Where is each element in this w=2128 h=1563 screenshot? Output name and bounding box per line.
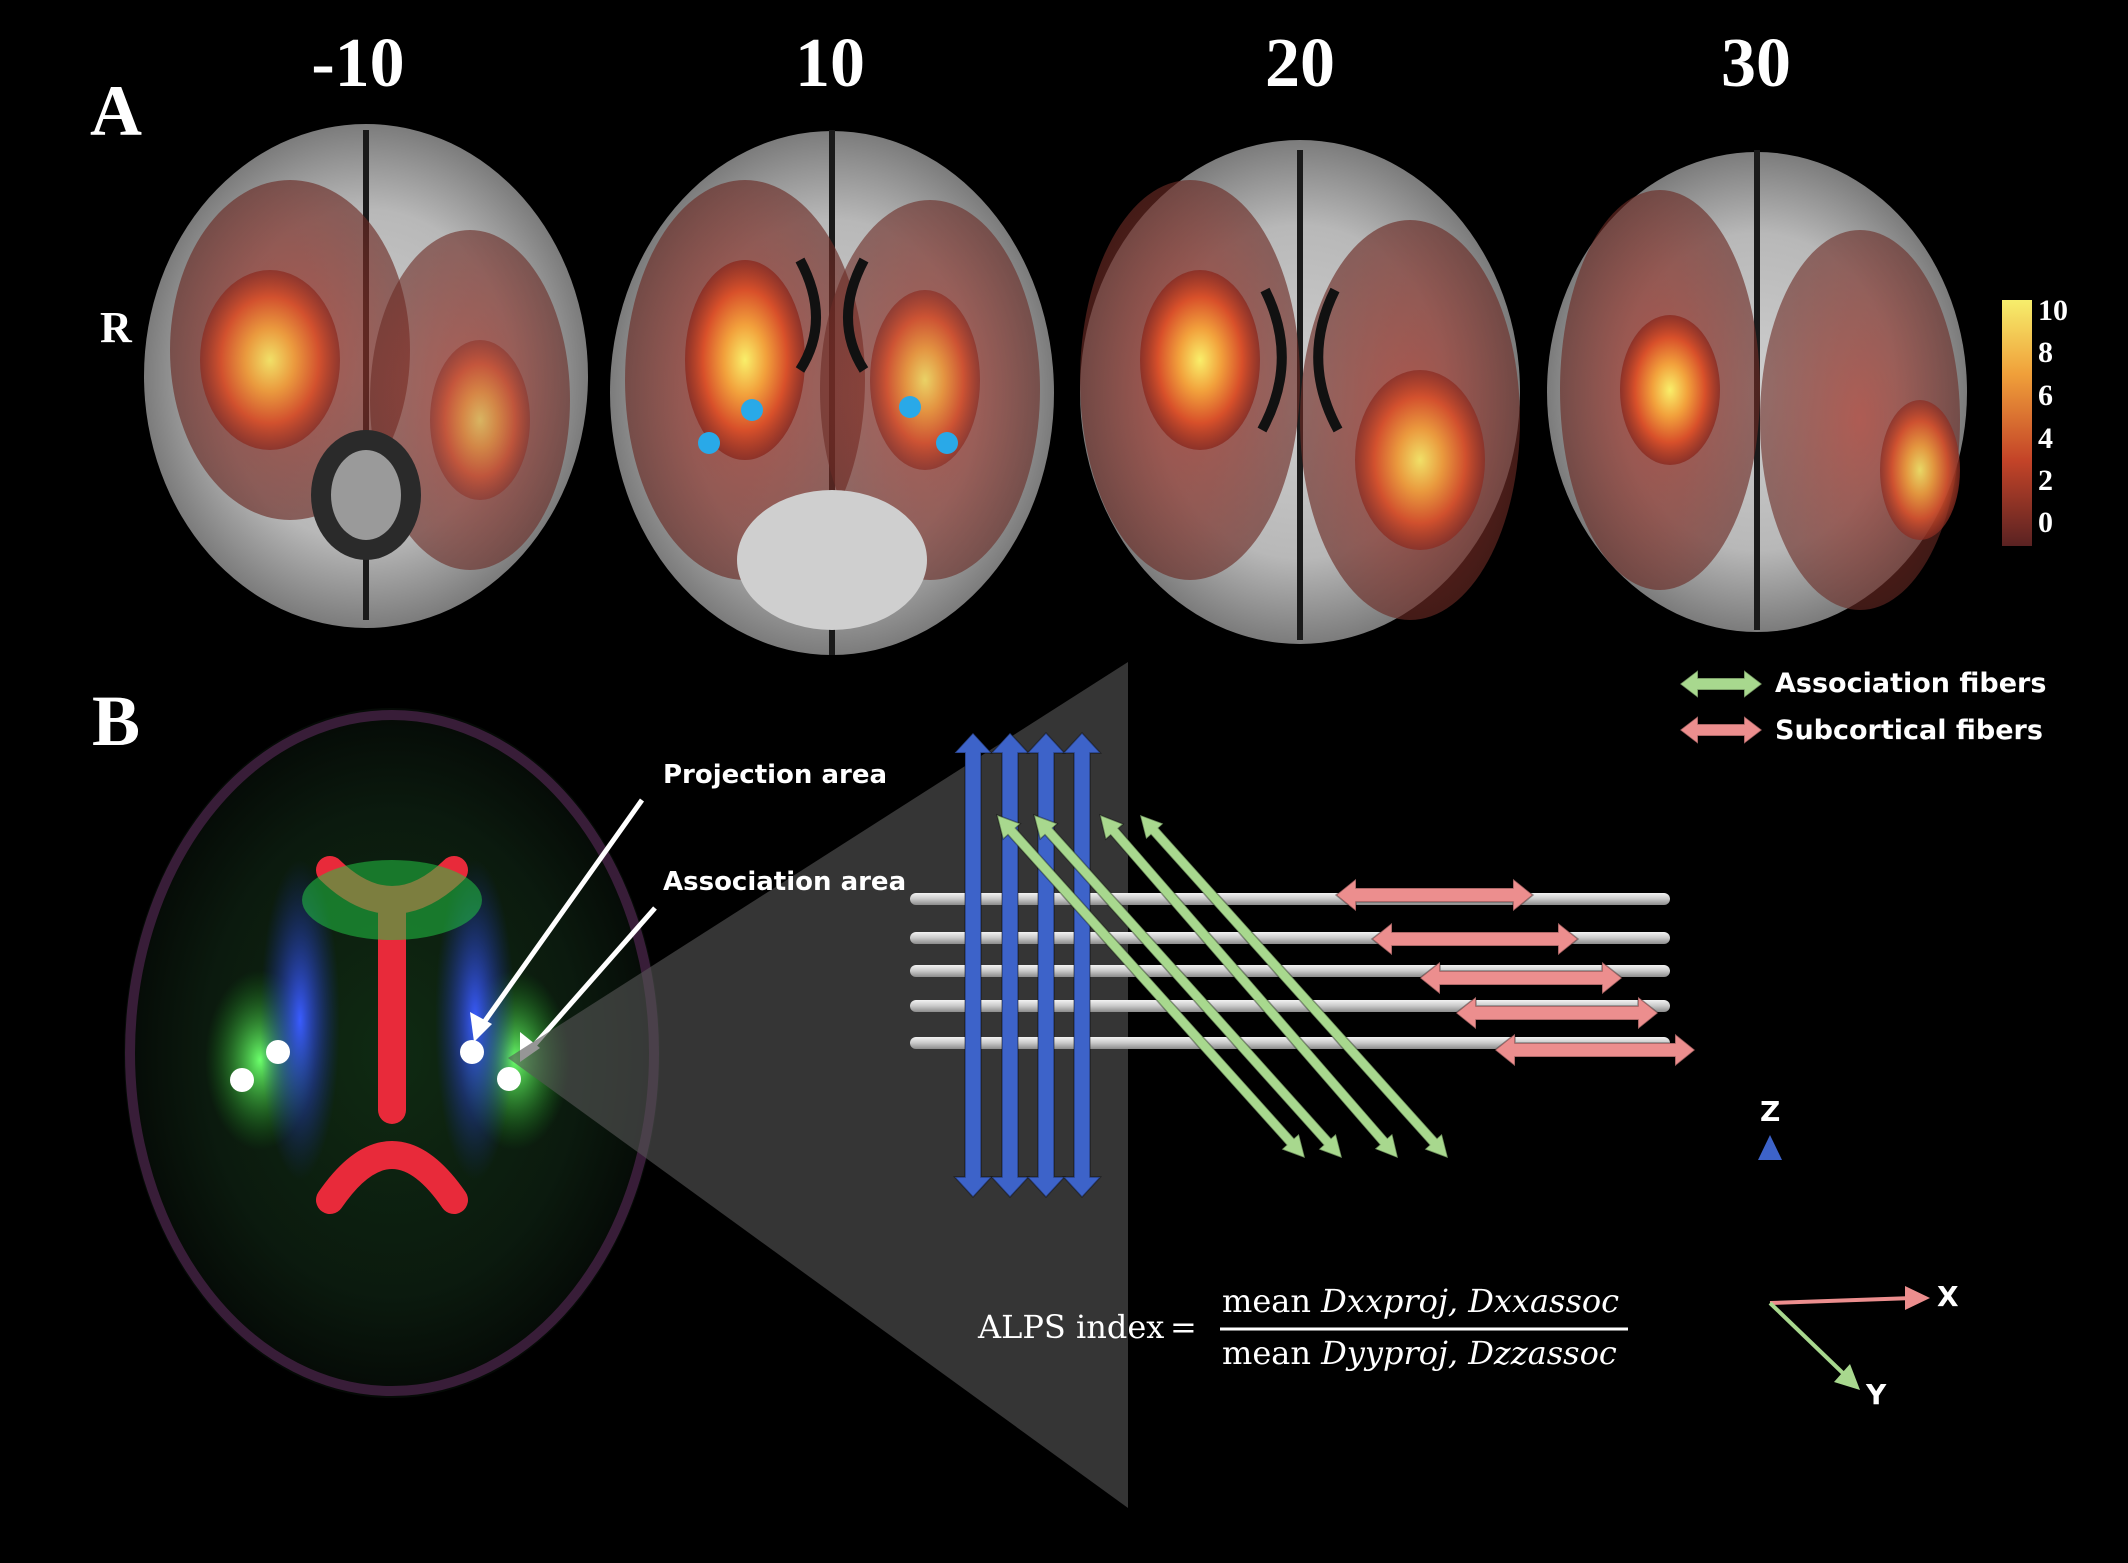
slice-label: 10 — [795, 25, 865, 102]
legend-association-arrow — [1678, 668, 1764, 700]
formula-denominator: mean Dyyproj, Dzzassoc — [1222, 1334, 1617, 1372]
formula-lhs: ALPS index — [978, 1308, 1165, 1346]
roi-dot — [741, 399, 763, 421]
legend-subcortical-label: Subcortical fibers — [1775, 715, 2043, 746]
formula-numerator: mean Dxxproj, Dxxassoc — [1222, 1282, 1619, 1320]
colorbar-tick: 2 — [2038, 464, 2053, 497]
formula-equals: = — [1170, 1308, 1197, 1346]
colorbar-tick: 8 — [2038, 336, 2053, 369]
subcortical-fibers — [1334, 877, 1697, 1068]
roi-dot — [698, 432, 720, 454]
colorbar-tick: 10 — [2038, 294, 2068, 327]
projection-area-label: Projection area — [663, 760, 888, 790]
projection-area-pointer — [470, 798, 645, 1042]
x-axis-label: X — [1937, 1280, 1959, 1313]
roi-dot — [936, 432, 958, 454]
slice-label: 20 — [1265, 25, 1335, 102]
y-axis-label: Y — [1866, 1378, 1887, 1411]
numerator-mean: mean — [1222, 1282, 1311, 1320]
colorbar-tick: 0 — [2038, 506, 2053, 539]
numerator-term-a: Dxxproj, — [1321, 1282, 1459, 1320]
projection-fiber-arrow — [989, 731, 1031, 1199]
subcortical-fiber-arrow — [1454, 995, 1660, 1031]
legend-subcortical-arrow — [1678, 714, 1764, 746]
panel-b-letter: B — [92, 681, 141, 761]
legend-association-label: Association fibers — [1775, 668, 2047, 699]
subcortical-fiber-arrow — [1493, 1032, 1697, 1068]
z-axis-label: Z — [1760, 1095, 1781, 1128]
slice-20 — [1080, 140, 1520, 644]
legend-subcortical-arrow-shape — [1678, 714, 1764, 746]
numerator-term-b: Dxxassoc — [1468, 1282, 1620, 1320]
z-axis-arrowhead — [1758, 1135, 1782, 1160]
projection-fiber-arrow — [952, 731, 994, 1199]
slice-minus10 — [144, 124, 588, 628]
x-axis-arrowhead — [1905, 1286, 1930, 1310]
colorbar-tick: 6 — [2038, 379, 2053, 412]
denominator-mean: mean — [1222, 1334, 1311, 1372]
denominator-term-a: Dyyproj, — [1321, 1334, 1459, 1372]
legend-association-arrow-shape — [1678, 668, 1764, 700]
y-axis-arrowhead — [1834, 1364, 1860, 1390]
association-area-label: Association area — [663, 867, 907, 897]
slice-30 — [1547, 150, 1967, 632]
denominator-term-b: Dzzassoc — [1468, 1334, 1617, 1372]
orientation-label-right: R — [100, 303, 132, 352]
association-fiber-arrow — [1098, 813, 1400, 1160]
association-fiber-arrow — [995, 813, 1307, 1160]
projection-fibers — [952, 731, 1103, 1199]
projection-fiber-arrow — [1061, 731, 1103, 1199]
projection-fiber-arrow — [1025, 731, 1067, 1199]
slice-label: 30 — [1721, 25, 1791, 102]
association-fibers — [995, 813, 1450, 1160]
association-fiber-arrow — [1138, 813, 1450, 1160]
slice-10 — [610, 130, 1054, 655]
subcortical-fiber-arrow — [1418, 960, 1624, 996]
subcortical-fiber-arrow — [1334, 877, 1535, 913]
colorbar — [2002, 300, 2032, 546]
association-fiber-arrow — [1032, 813, 1344, 1160]
panel-a-letter: A — [90, 71, 142, 151]
coordinate-axes — [1758, 1135, 1930, 1470]
subcortical-fiber-arrow — [1370, 921, 1580, 957]
colorbar-tick: 4 — [2038, 422, 2053, 455]
slice-label: -10 — [311, 25, 405, 102]
roi-dot — [899, 396, 921, 418]
